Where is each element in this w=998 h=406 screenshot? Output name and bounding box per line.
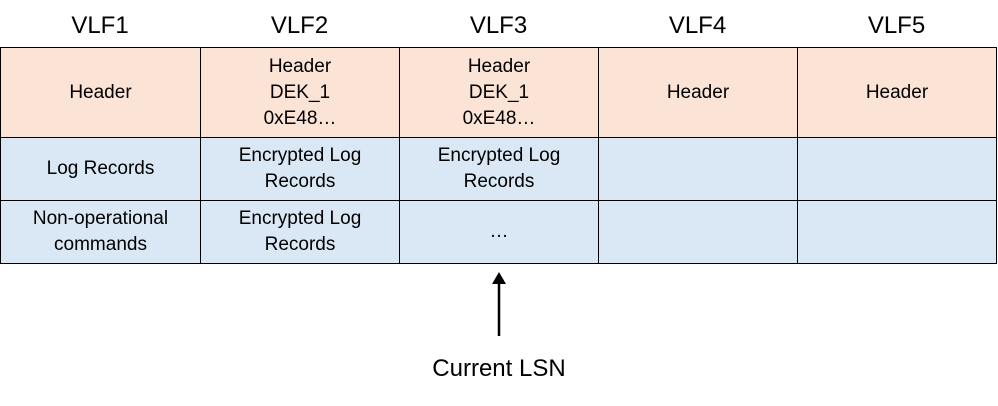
vlf2-header-cell: Header DEK_1 0xE48… (200, 47, 400, 138)
cell-text: Non-operational (32, 208, 169, 229)
vlf4-header-cell: Header (598, 47, 798, 138)
vlf3-nonop-cell: … (399, 200, 599, 264)
vlf2-log-cell: Encrypted Log Records (200, 137, 400, 201)
cell-text: Header (666, 81, 730, 103)
vlf2-nonop-cell: Encrypted Log Records (200, 200, 400, 264)
current-lsn-label: Current LSN (432, 355, 566, 382)
ellipsis-text: … (489, 221, 509, 242)
cell-text: DEK_1 (468, 81, 530, 103)
cell-text: Encrypted Log (238, 145, 362, 166)
log-records-row: Log Records Encrypted Log Records Encryp… (0, 137, 997, 201)
cell-text: 0xE48… (462, 107, 536, 129)
vlf3-label: VLF3 (469, 12, 528, 39)
cell-text: Header (268, 55, 332, 77)
vlf2-label: VLF2 (270, 12, 329, 39)
vlf5-header-cell: Header (797, 47, 997, 138)
cell-text: Records (463, 171, 535, 192)
cell-text: Header (69, 81, 132, 103)
vlf4-nonop-cell (598, 200, 798, 264)
cell-text: Header (467, 55, 531, 77)
cell-text: Log Records (46, 158, 155, 179)
vlf1-log-cell: Log Records (0, 137, 201, 201)
vlf4-log-cell (598, 137, 798, 201)
vlf5-log-cell (797, 137, 997, 201)
vlf3-header-cell: Header DEK_1 0xE48… (399, 47, 599, 138)
up-arrow-icon (492, 272, 506, 336)
cell-text: DEK_1 (269, 81, 331, 103)
vlf1-label: VLF1 (71, 12, 129, 39)
vlf5-nonop-cell (797, 200, 997, 264)
vlf-table: Header Header DEK_1 0xE48… Header DEK_1 … (0, 47, 997, 264)
vlf5-label: VLF5 (867, 12, 926, 39)
header-row: Header Header DEK_1 0xE48… Header DEK_1 … (0, 47, 997, 138)
non-operational-row: Non-operational commands Encrypted Log R… (0, 200, 997, 264)
cell-text: Records (264, 171, 336, 192)
cell-text: 0xE48… (263, 107, 337, 129)
cell-text: commands (54, 234, 147, 255)
vlf1-header-cell: Header (0, 47, 201, 138)
cell-text: Encrypted Log (437, 145, 561, 166)
vlf1-nonop-cell: Non-operational commands (0, 200, 201, 264)
vlf3-log-cell: Encrypted Log Records (399, 137, 599, 201)
cell-text: Header (865, 81, 929, 103)
cell-text: Encrypted Log (238, 208, 362, 229)
arrow-head (492, 272, 506, 284)
vlf4-label: VLF4 (668, 12, 727, 39)
cell-text: Records (264, 234, 336, 255)
vlf-column-labels: VLF1 VLF2 VLF3 VLF4 VLF5 (0, 6, 998, 46)
